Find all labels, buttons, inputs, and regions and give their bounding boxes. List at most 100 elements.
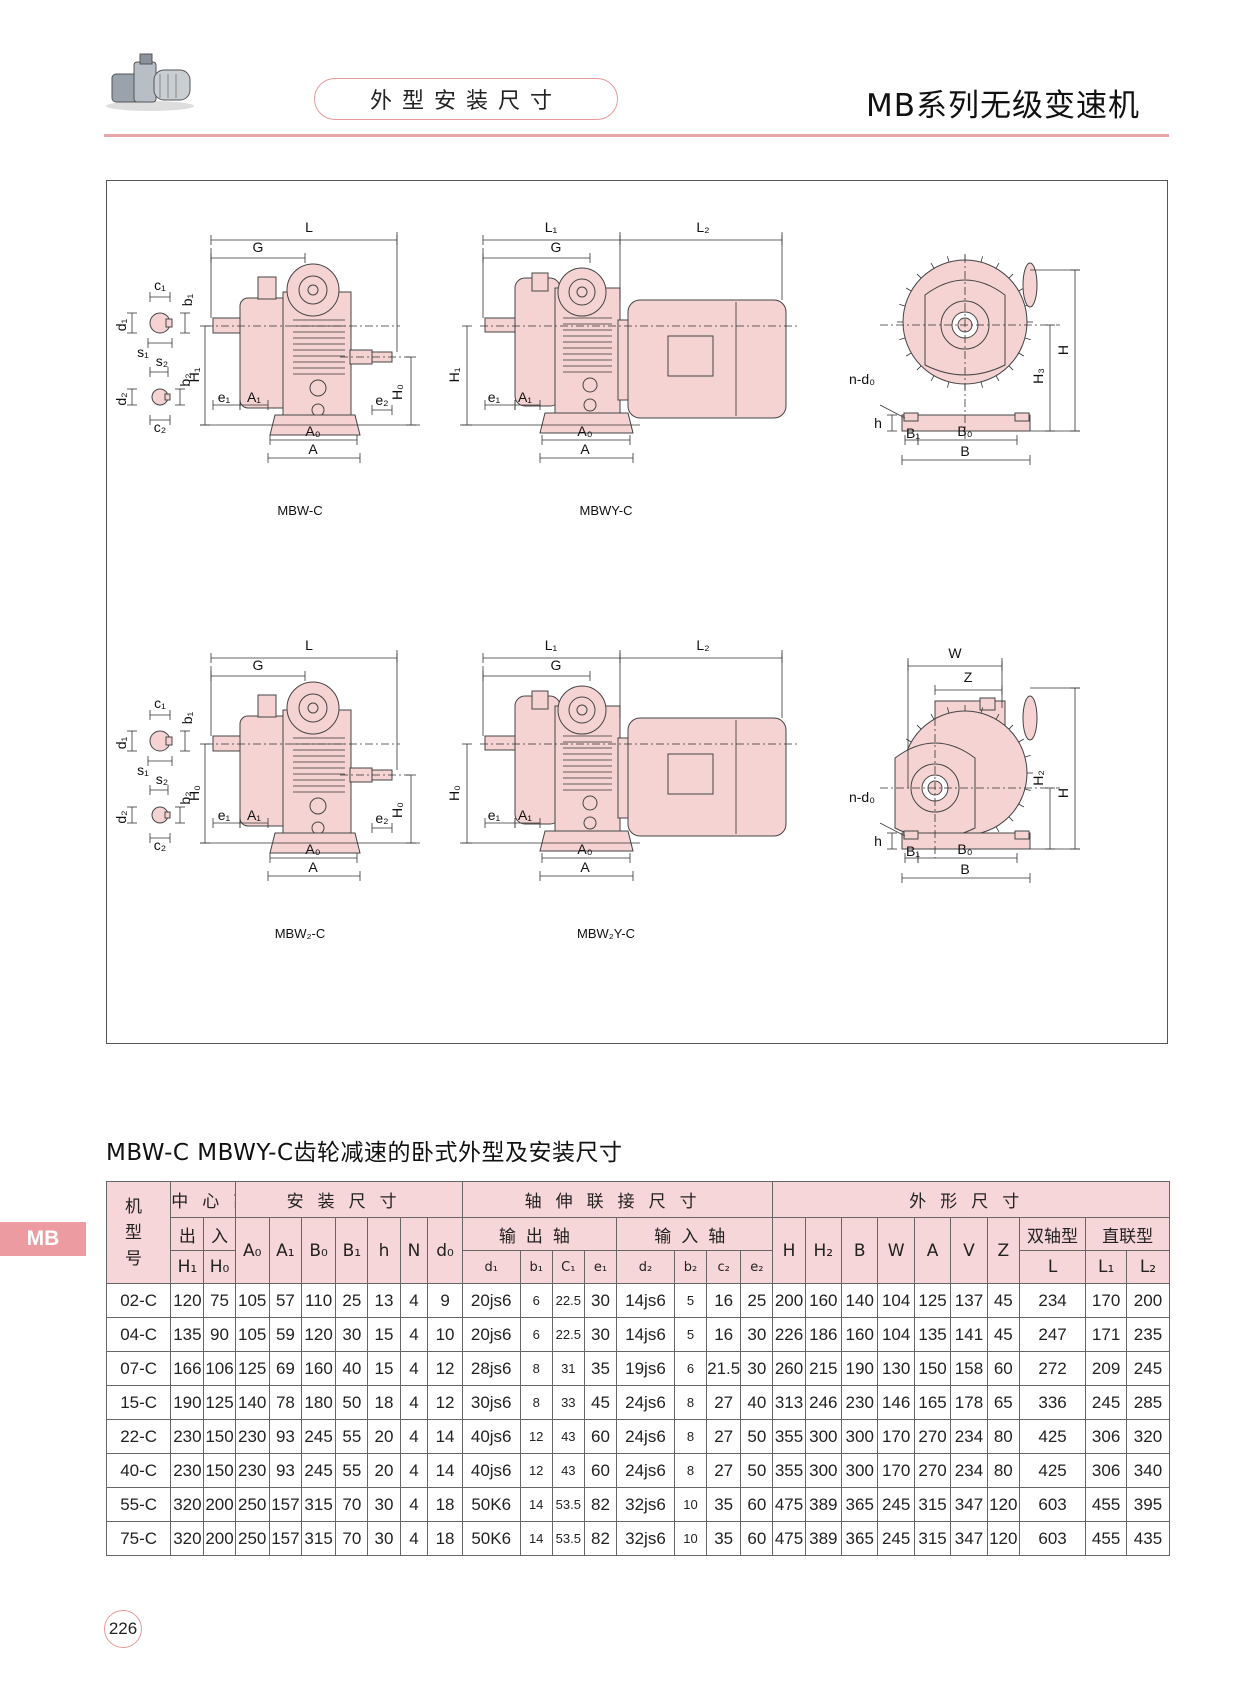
value-cell: 25 (335, 1283, 369, 1318)
header-d2: d₂ (616, 1250, 675, 1284)
header-install: 安装尺寸 (234, 1181, 463, 1218)
value-cell: 455 (1085, 1487, 1127, 1522)
header-A1: A₁ (268, 1217, 302, 1284)
value-cell: 80 (986, 1453, 1020, 1488)
top-box (257, 276, 277, 300)
header-b2: b₂ (673, 1250, 708, 1284)
value-cell: 130 (877, 1351, 915, 1386)
value-cell: 245 (1125, 1351, 1171, 1386)
dimension-label: L₁ (545, 219, 558, 235)
header-out: 出 (170, 1217, 205, 1251)
dimension-label: L (305, 637, 313, 653)
value-cell: 59 (268, 1317, 302, 1352)
mount-foot (1014, 412, 1030, 422)
dimension-label: B (960, 443, 969, 459)
value-cell: 245 (1085, 1385, 1127, 1420)
value-cell: 24js6 (616, 1419, 675, 1454)
value-cell: 15 (367, 1351, 401, 1386)
value-cell: 12 (519, 1419, 553, 1454)
rib (947, 707, 950, 714)
keyway (165, 736, 173, 746)
header-A: A (913, 1217, 952, 1284)
value-cell: 315 (300, 1521, 337, 1556)
dimension-label: c₂ (154, 419, 166, 435)
value-cell: 40js6 (461, 1419, 521, 1454)
value-cell: 8 (519, 1385, 553, 1420)
value-cell: 230 (841, 1385, 879, 1420)
value-cell: 35 (706, 1487, 742, 1522)
value-cell: 245 (300, 1453, 337, 1488)
value-cell: 30 (367, 1487, 401, 1522)
value-cell: 315 (913, 1521, 952, 1556)
dimension-table: 机型号 中心高 安装尺寸 轴伸联接尺寸 外形尺寸 出 入 A₀ A₁ B₀ B₁… (105, 1181, 1171, 1556)
header-center-height: 中心高 (170, 1181, 236, 1218)
value-cell: 425 (1018, 1453, 1087, 1488)
bolt-circle (309, 379, 327, 397)
value-cell: 4 (399, 1453, 429, 1488)
bolt-circle (311, 821, 325, 835)
header-H: H (772, 1217, 806, 1284)
value-cell: 9 (427, 1283, 463, 1318)
mount-foot (903, 412, 919, 422)
header-input-shaft: 输入轴 (616, 1217, 774, 1251)
dimension-label: H₀ (389, 384, 405, 400)
gear-knob-center (576, 286, 588, 298)
value-cell: 150 (203, 1453, 236, 1488)
value-cell: 18 (427, 1487, 463, 1522)
value-cell: 45 (986, 1283, 1020, 1318)
header-V: V (950, 1217, 988, 1284)
value-cell: 53.5 (551, 1521, 585, 1556)
header-in: 入 (203, 1217, 236, 1251)
header-c2: c₂ (706, 1250, 742, 1284)
keyway (164, 811, 171, 819)
drawing-caption: MBW₂Y-C (577, 926, 635, 941)
value-cell: 82 (583, 1487, 618, 1522)
dimension-label: e₁ (488, 389, 501, 405)
header-d0: d₀ (427, 1217, 463, 1284)
value-cell: 50 (335, 1385, 369, 1420)
value-cell: 272 (1018, 1351, 1087, 1386)
value-cell: 105 (234, 1317, 270, 1352)
value-cell: 146 (877, 1385, 915, 1420)
value-cell: 30 (583, 1317, 618, 1352)
flange-housing (514, 277, 561, 407)
value-cell: 320 (170, 1487, 205, 1522)
value-cell: 141 (950, 1317, 988, 1352)
value-cell: 200 (1125, 1283, 1171, 1318)
value-cell: 306 (1085, 1453, 1127, 1488)
value-cell: 55 (335, 1419, 369, 1454)
top-box (531, 690, 549, 710)
dimension-label: B₀ (957, 841, 972, 857)
value-cell: 82 (583, 1521, 618, 1556)
value-cell: 300 (804, 1453, 843, 1488)
value-cell: 160 (841, 1317, 879, 1352)
value-cell: 40 (335, 1351, 369, 1386)
base (901, 414, 1031, 432)
dimension-label: c₁ (154, 277, 166, 293)
rib (1008, 273, 1014, 279)
rib (916, 273, 922, 279)
output-shaft (212, 735, 242, 752)
header-direct: 直联型 (1085, 1217, 1170, 1251)
value-cell: 120 (300, 1317, 337, 1352)
bolt-circle (583, 398, 597, 412)
value-cell: 25 (740, 1283, 774, 1318)
dimension-label: s₂ (156, 771, 168, 787)
dimension-label: s₂ (156, 353, 168, 369)
value-cell: 246 (804, 1385, 843, 1420)
value-cell: 106 (203, 1351, 236, 1386)
value-cell: 60 (583, 1453, 618, 1488)
dimension-label: H₀ (389, 802, 405, 818)
header-e1: e₁ (583, 1250, 618, 1284)
value-cell: 10 (673, 1487, 708, 1522)
value-cell: 160 (804, 1283, 843, 1318)
value-cell: 157 (268, 1521, 302, 1556)
side-tab-mb[interactable]: MB (0, 1222, 86, 1256)
value-cell: 150 (913, 1351, 952, 1386)
rib (930, 262, 935, 269)
value-cell: 234 (950, 1419, 988, 1454)
value-cell: 125 (234, 1351, 270, 1386)
value-cell: 110 (300, 1283, 337, 1318)
value-cell: 475 (772, 1521, 806, 1556)
